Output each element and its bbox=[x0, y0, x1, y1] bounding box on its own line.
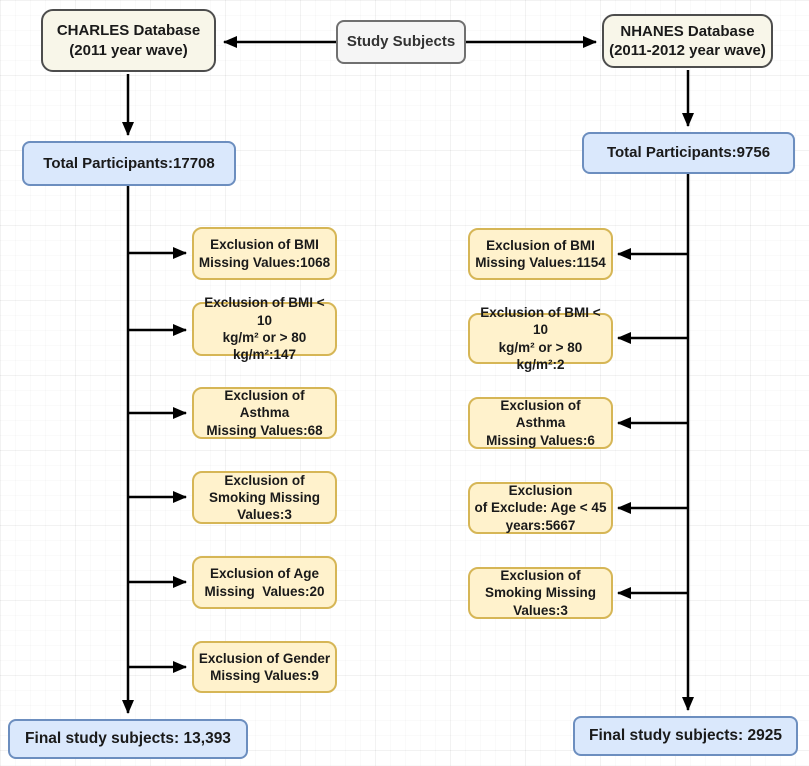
nhanes-exclusion-age-under-45-node: Exclusion of Exclude: Age < 45 years:566… bbox=[468, 482, 613, 534]
charles-final-subjects-node: Final study subjects: 13,393 bbox=[8, 719, 248, 759]
nhanes-exclusion-bmi-range-node: Exclusion of BMI < 10 kg/m² or > 80 kg/m… bbox=[468, 305, 613, 372]
nhanes-final-subjects-node: Final study subjects: 2925 bbox=[573, 716, 798, 756]
charles-exclusion-bmi-missing-node: Exclusion of BMI Missing Values:1068 bbox=[192, 227, 337, 280]
charles-database-node: CHARLES Database (2011 year wave) bbox=[41, 9, 216, 72]
nhanes-exclusion-asthma-missing-node: Exclusion of Asthma Missing Values:6 bbox=[468, 397, 613, 449]
charles-total-participants-node: Total Participants:17708 bbox=[22, 141, 236, 186]
charles-exclusion-age-missing-node: Exclusion of Age Missing Values:20 bbox=[192, 556, 337, 609]
charles-exclusion-asthma-missing-node: Exclusion of Asthma Missing Values:68 bbox=[192, 387, 337, 439]
nhanes-exclusion-bmi-missing-node: Exclusion of BMI Missing Values:1154 bbox=[468, 228, 613, 280]
nhanes-exclusion-smoking-missing-node: Exclusion of Smoking Missing Values:3 bbox=[468, 567, 613, 619]
charles-exclusion-bmi-range-node: Exclusion of BMI < 10 kg/m² or > 80 kg/m… bbox=[192, 295, 337, 362]
charles-exclusion-smoking-missing-node: Exclusion of Smoking Missing Values:3 bbox=[192, 471, 337, 524]
nhanes-database-node: NHANES Database (2011-2012 year wave) bbox=[602, 14, 773, 68]
nhanes-total-participants-node: Total Participants:9756 bbox=[582, 132, 795, 174]
study-subjects-node: Study Subjects bbox=[336, 20, 466, 64]
charles-exclusion-gender-missing-node: Exclusion of Gender Missing Values:9 bbox=[192, 641, 337, 693]
